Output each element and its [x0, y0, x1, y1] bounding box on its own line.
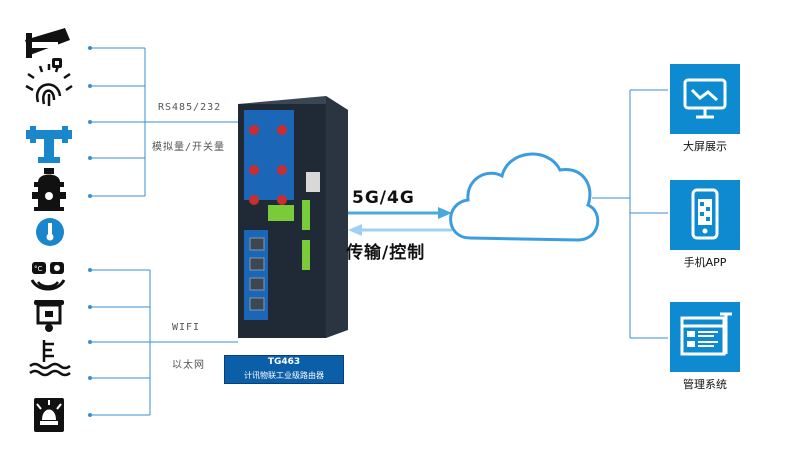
ethernet-label: 以太网: [172, 360, 205, 371]
management-system-icon: [680, 312, 732, 356]
monitor-chart-icon: [683, 78, 727, 119]
large-screen-label: 大屏展示: [683, 140, 727, 153]
arrow-left: [348, 224, 452, 236]
wifi-label: WIFI: [172, 322, 201, 333]
mobile-app-tile: [670, 180, 740, 250]
device-badge: TG463 计讯物联工业级路由器: [224, 355, 344, 384]
thermometer-icon: [36, 218, 64, 246]
management-system-tile: [670, 302, 740, 372]
fingerprint-icon: [25, 64, 73, 106]
svg-text:°C: °C: [34, 265, 43, 273]
security-camera-icon: [25, 28, 70, 68]
pipe-valve-icon: [26, 126, 72, 163]
large-screen-tile: [670, 64, 740, 134]
smoke-detector-icon: [34, 300, 64, 332]
fire-hydrant-icon: [32, 168, 66, 211]
arrow-up-right: [344, 207, 452, 219]
device-name: 计讯物联工业级路由器: [244, 371, 324, 380]
management-system-label: 管理系统: [683, 378, 727, 391]
rs485-label: RS485/232: [158, 102, 222, 113]
network-label: 5G/4G: [352, 188, 415, 208]
device-model: TG463: [267, 357, 301, 367]
cloud-icon: [449, 152, 600, 242]
temperature-humidity-icon: °C: [30, 262, 66, 291]
analog-switch-label: 模拟量/开关量: [152, 142, 226, 153]
alarm-light-icon: [34, 398, 64, 432]
water-level-icon: [29, 340, 71, 377]
smartphone-app-icon: [691, 188, 719, 240]
transfer-control-label: 传输/控制: [346, 243, 426, 263]
mobile-app-label: 手机APP: [683, 256, 727, 269]
